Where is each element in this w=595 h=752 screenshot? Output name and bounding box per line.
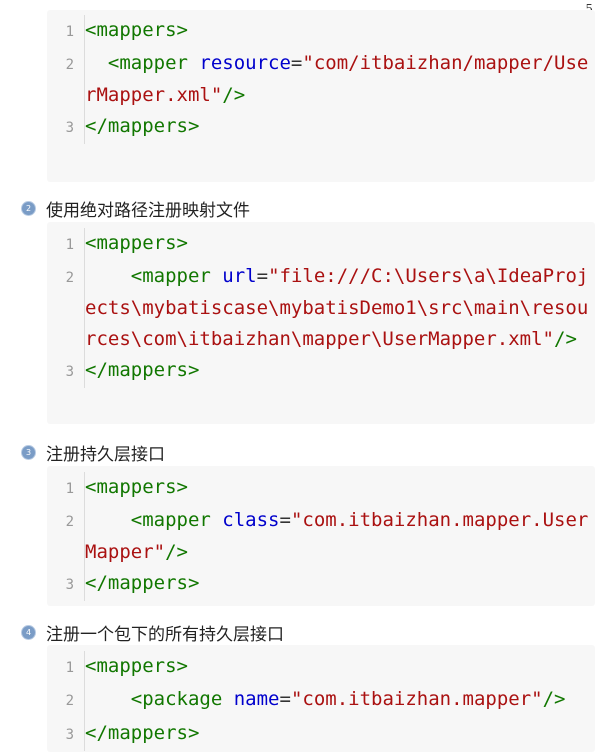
code-line: 1 <mappers> <box>47 15 595 49</box>
line-number: 2 <box>65 57 74 74</box>
code-line: 2 <package name="com.itbaizhan.mapper"/> <box>47 684 595 718</box>
code-block-resource: 1 <mappers> 2 <mapper resource="com/itbaiz… <box>47 10 595 182</box>
code-line: 1 <mappers> <box>47 472 595 506</box>
code-token: = <box>279 509 291 532</box>
list-item-mapper-interface: 3 注册持久层接口 <box>22 440 165 465</box>
code-text: <mapper url="file:///C:\Users\a\IdeaProj… <box>84 261 595 356</box>
code-line: 2 <mapper url="file:///C:\Users\a\IdeaPr… <box>47 261 595 356</box>
code-block-class: 1 <mappers> 2 <mapper class="com.itbaizhan… <box>47 466 595 606</box>
item-label: 注册一个包下的所有持久层接口 <box>46 625 284 645</box>
line-number: 3 <box>65 726 74 743</box>
code-line: 3 </mappers> <box>47 355 595 389</box>
code-token: <mappers> <box>85 655 188 677</box>
code-text: </mappers> <box>84 717 595 751</box>
code-token: /> <box>222 83 246 106</box>
code-token: "com.itbaizhan.mapper.UserMapper" <box>85 509 589 563</box>
code-text: </mappers> <box>84 110 595 145</box>
code-text: </mappers> <box>84 355 595 389</box>
code-text: <package name="com.itbaizhan.mapper"/> <box>84 684 595 718</box>
code-token: = <box>256 265 269 288</box>
code-token: <mappers> <box>85 19 188 41</box>
code-token: /> <box>554 327 577 350</box>
code-token: <package <box>85 688 234 711</box>
code-token: <mapper <box>85 52 200 75</box>
code-line: 2 <mapper resource="com/itbaizhan/mapper… <box>47 48 595 111</box>
code-text: <mappers> <box>84 651 595 685</box>
code-token: </mappers> <box>85 721 200 744</box>
code-token: "com.itbaizhan.mapper" <box>290 688 543 711</box>
list-item-package: 4 注册一个包下的所有持久层接口 <box>22 620 284 645</box>
line-number: 1 <box>65 237 74 253</box>
code-token: <mapper <box>85 265 223 288</box>
code-token: </mappers> <box>85 359 200 382</box>
code-text: <mappers> <box>84 15 595 49</box>
code-line: 3 </mappers> <box>47 110 595 145</box>
code-line: 3 </mappers> <box>47 717 595 751</box>
code-token: /> <box>165 540 188 563</box>
item-label: 注册持久层接口 <box>46 445 165 465</box>
line-number: 3 <box>65 119 74 136</box>
code-token: "com/itbaizhan/mapper/UserMapper.xml" <box>85 52 589 106</box>
number-badge: 4 <box>22 626 35 639</box>
code-token: </mappers> <box>85 571 200 594</box>
code-text: <mapper resource="com/itbaizhan/mapper/U… <box>84 48 595 111</box>
code-token: resource <box>199 52 291 75</box>
code-line: 2 <mapper class="com.itbaizhan.mapper.Us… <box>47 505 595 568</box>
code-text: <mapper class="com.itbaizhan.mapper.User… <box>84 505 595 568</box>
code-text: </mappers> <box>84 567 595 602</box>
code-text: <mappers> <box>84 472 595 506</box>
code-token: </mappers> <box>85 114 200 137</box>
item-label: 使用绝对路径注册映射文件 <box>46 201 250 221</box>
code-line: 3 </mappers> <box>47 567 595 602</box>
code-block-package: 1 <mappers> 2 <package name="com.itbaizhan… <box>47 645 595 752</box>
code-token: "file:///C:\Users\a\IdeaProjects\mybatis… <box>85 265 589 350</box>
code-line: 1 <mappers> <box>47 651 595 685</box>
number-badge: 3 <box>22 446 35 459</box>
line-number: 1 <box>65 660 74 676</box>
code-token: <mappers> <box>85 232 188 254</box>
line-number: 2 <box>65 514 74 531</box>
line-number: 3 <box>65 364 74 381</box>
code-token: = <box>279 688 291 711</box>
list-item-absolute-path: 2 使用绝对路径注册映射文件 <box>22 196 250 221</box>
code-token: /> <box>542 688 566 711</box>
line-number: 3 <box>65 576 74 593</box>
line-number: 1 <box>65 481 74 497</box>
code-text: <mappers> <box>84 228 595 262</box>
code-token: url <box>222 265 257 288</box>
line-number: 1 <box>65 24 74 40</box>
code-token: name <box>233 688 280 711</box>
code-line: 1 <mappers> <box>47 228 595 262</box>
code-token: class <box>222 509 280 532</box>
code-token: = <box>290 52 303 75</box>
code-block-url: 1 <mappers> 2 <mapper url="file:///C:\User… <box>47 222 595 424</box>
number-badge: 2 <box>22 202 35 215</box>
code-token: <mapper <box>85 509 223 532</box>
line-number: 2 <box>65 270 74 287</box>
code-token: <mappers> <box>85 476 188 498</box>
page-number: 5 <box>585 2 593 16</box>
line-number: 2 <box>65 693 74 710</box>
